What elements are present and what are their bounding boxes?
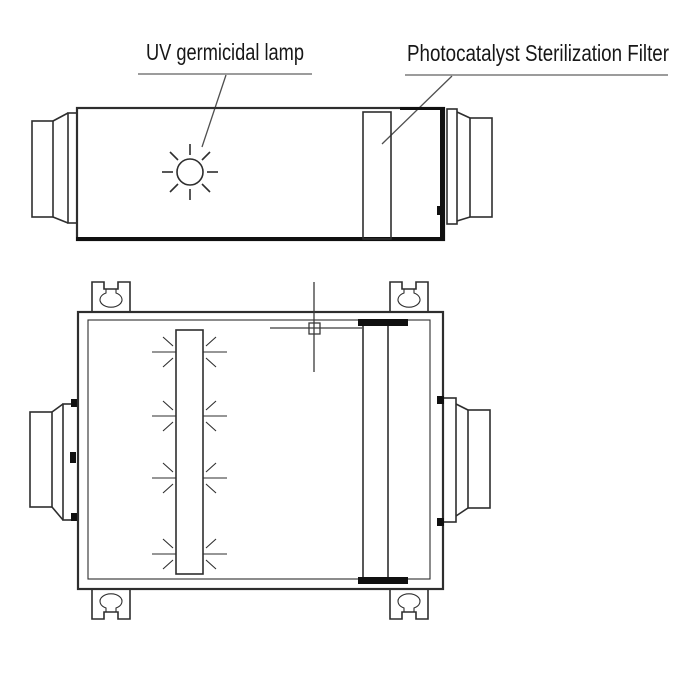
plan-left-duct-connector — [29, 399, 79, 521]
callouts: UV germicidal lamp Photocatalyst Sterili… — [138, 39, 669, 148]
side-filter-panel — [362, 111, 392, 240]
plan-right-duct-connector — [437, 396, 491, 526]
mounting-bracket-top-right — [389, 281, 429, 313]
uv-lamp-bulb — [176, 158, 204, 186]
plan-right-flange-bolt-bottom — [437, 518, 444, 526]
centerline-marker — [270, 282, 362, 372]
plan-view — [29, 281, 491, 620]
lamp-tube-ray-ticks — [152, 336, 227, 570]
uv-lamp-tube — [152, 329, 227, 575]
side-body-latch-mark — [437, 206, 443, 215]
uv-lamp-leader-line — [201, 74, 227, 148]
mounting-bracket-top-left — [91, 281, 131, 313]
mounting-bracket-bottom-right — [389, 588, 429, 620]
plan-casing-inner — [87, 319, 431, 580]
side-right-pipe — [469, 117, 493, 218]
plan-left-flange-bolt-top — [71, 399, 78, 407]
side-left-duct-connector — [31, 112, 78, 224]
side-right-flange — [446, 108, 458, 225]
filter-bottom-rail — [358, 577, 408, 584]
plan-filter-cartridge — [358, 319, 408, 584]
centerline-square — [308, 322, 321, 335]
uv-lamp-icon — [162, 144, 218, 200]
plan-left-pipe — [29, 411, 53, 508]
plan-left-taper — [51, 403, 64, 521]
plan-right-taper — [455, 403, 469, 517]
side-body-top-right-edge — [400, 107, 445, 110]
uv-lamp-label: UV germicidal lamp — [146, 39, 304, 65]
plan-right-pipe — [467, 409, 491, 509]
side-left-pipe — [31, 120, 54, 218]
filter-top-rail — [358, 319, 408, 326]
plan-left-wall-latch — [70, 452, 76, 463]
plan-right-flange-bolt-top — [437, 396, 444, 404]
plan-left-flange-bolt-bottom — [71, 513, 78, 521]
side-body — [75, 106, 446, 242]
side-body-right-edge — [440, 108, 445, 241]
side-view — [31, 106, 493, 242]
filter-label: Photocatalyst Sterilization Filter — [407, 40, 669, 66]
side-body-bottom-edge — [76, 237, 445, 241]
side-left-flange — [67, 112, 78, 224]
side-right-duct-connector — [446, 108, 493, 225]
side-right-taper — [456, 111, 471, 222]
mounting-bracket-bottom-left — [91, 588, 131, 620]
side-left-taper — [52, 112, 69, 224]
plan-right-flange — [442, 397, 457, 523]
lamp-tube-body — [175, 329, 204, 575]
uv-lamp-rays — [162, 144, 218, 200]
